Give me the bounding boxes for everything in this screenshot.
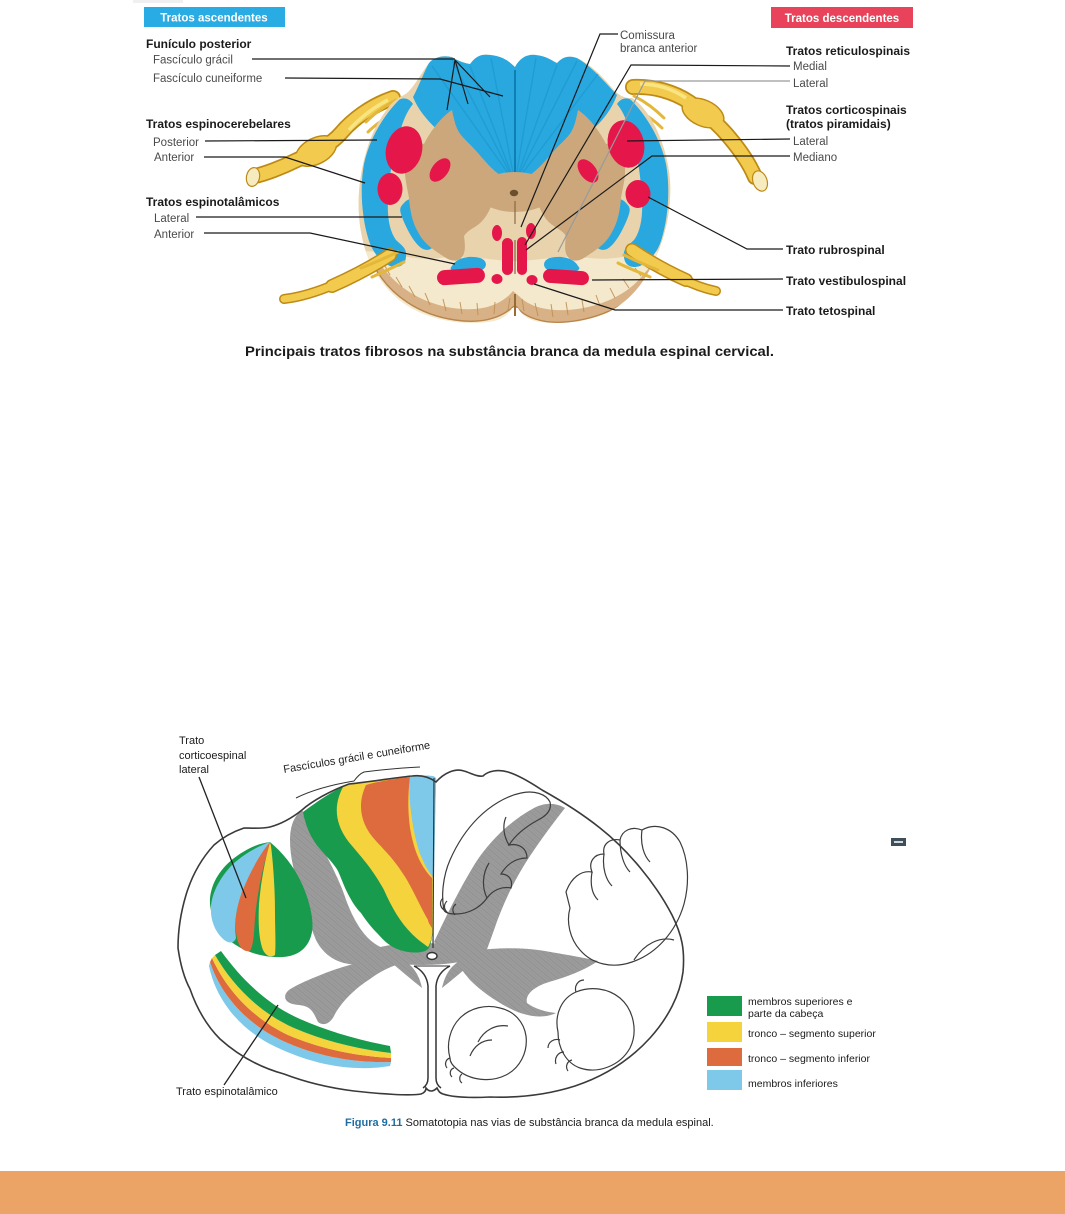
svg-text:Mediano: Mediano (793, 152, 837, 164)
svg-text:membros superiores e: membros superiores e (748, 996, 853, 1008)
svg-text:Tratos reticulospinais: Tratos reticulospinais (786, 44, 910, 58)
svg-text:Principais tratos fibrosos na: Principais tratos fibrosos na substância… (245, 344, 774, 359)
svg-text:Funículo posterior: Funículo posterior (146, 37, 252, 51)
svg-text:Fascículo cuneiforme: Fascículo cuneiforme (153, 73, 262, 85)
svg-text:Lateral: Lateral (154, 213, 189, 225)
svg-text:tronco – segmento inferior: tronco – segmento inferior (748, 1053, 870, 1065)
svg-text:branca anterior: branca anterior (620, 43, 698, 55)
svg-text:Tratos ascendentes: Tratos ascendentes (160, 13, 267, 25)
svg-text:Tratos espinotalâmicos: Tratos espinotalâmicos (146, 195, 280, 209)
svg-text:Anterior: Anterior (154, 152, 194, 164)
svg-text:Trato: Trato (179, 735, 204, 747)
svg-text:tronco – segmento superior: tronco – segmento superior (748, 1028, 876, 1040)
svg-text:lateral: lateral (179, 764, 209, 776)
svg-text:parte da cabeça: parte da cabeça (748, 1008, 823, 1020)
svg-text:Trato rubrospinal: Trato rubrospinal (786, 243, 885, 257)
svg-text:Trato vestibulospinal: Trato vestibulospinal (786, 274, 906, 288)
svg-text:Lateral: Lateral (793, 136, 828, 148)
svg-text:membros inferiores: membros inferiores (748, 1078, 838, 1090)
svg-text:Figura 9.11 Somatotopia nas vi: Figura 9.11 Somatotopia nas vias de subs… (345, 1117, 714, 1129)
svg-text:Anterior: Anterior (154, 229, 194, 241)
svg-text:Medial: Medial (793, 61, 827, 73)
svg-text:Trato tetospinal: Trato tetospinal (786, 304, 875, 318)
svg-text:Tratos espinocerebelares: Tratos espinocerebelares (146, 117, 291, 131)
svg-text:Trato espinotalâmico: Trato espinotalâmico (176, 1086, 278, 1098)
svg-text:Posterior: Posterior (153, 137, 199, 149)
svg-text:Fascículos grácil e cuneiforme: Fascículos grácil e cuneiforme (283, 740, 432, 776)
svg-text:(tratos piramidais): (tratos piramidais) (786, 117, 891, 131)
svg-text:Comissura: Comissura (620, 30, 676, 42)
svg-text:Tratos descendentes: Tratos descendentes (785, 13, 899, 25)
svg-text:corticoespinal: corticoespinal (179, 750, 246, 762)
svg-text:Lateral: Lateral (793, 78, 828, 90)
svg-text:Tratos corticospinais: Tratos corticospinais (786, 103, 907, 117)
svg-text:Fascículo grácil: Fascículo grácil (153, 55, 233, 67)
